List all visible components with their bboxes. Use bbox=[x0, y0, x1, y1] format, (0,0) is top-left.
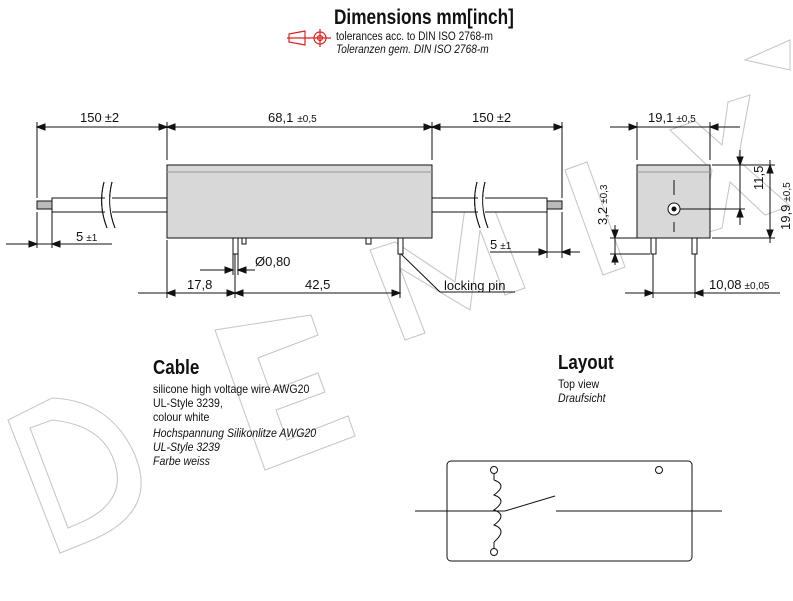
cable-line-3: colour white bbox=[153, 410, 210, 424]
dim-side-height: 19,9±0,5 bbox=[778, 182, 793, 230]
layout-title: Layout bbox=[558, 352, 614, 374]
dim-side-pin: 3,2±0,3 bbox=[595, 184, 610, 225]
dim-body-length: 68,1±0,5 bbox=[268, 110, 317, 125]
dim-pin-offset-1: 17,8 bbox=[187, 277, 212, 292]
projection-symbol-icon bbox=[287, 29, 331, 47]
cable-line-6: Farbe weiss bbox=[153, 454, 210, 468]
watermark-letter-i bbox=[564, 161, 626, 276]
dim-side-width: 19,1±0,5 bbox=[648, 110, 696, 125]
pin-3 bbox=[365, 237, 372, 245]
left-wire-tip bbox=[36, 200, 53, 210]
label-locking-pin: locking pin bbox=[444, 278, 505, 293]
pin-2 bbox=[241, 237, 247, 245]
watermark-letter-e bbox=[214, 314, 356, 471]
dim-strip-right: 5±1 bbox=[490, 237, 512, 252]
cable-line-4: Hochspannung Silikonlitze AWG20 bbox=[153, 426, 317, 440]
dim-lead-right: 150±2 bbox=[472, 110, 511, 125]
dim-pin-diameter: Ø0,80 bbox=[255, 254, 290, 269]
right-wire-tip bbox=[546, 200, 563, 210]
side-pin-left bbox=[650, 237, 657, 255]
cable-title: Cable bbox=[153, 357, 200, 379]
dim-side-depth: 10,08±0,05 bbox=[709, 277, 770, 292]
dim-strip-left: 5±1 bbox=[76, 229, 98, 244]
watermark-letter-m bbox=[369, 197, 526, 341]
layout-subtitle-de: Draufsicht bbox=[558, 391, 606, 405]
watermark-letter-d bbox=[7, 397, 142, 554]
relay-body-front bbox=[166, 164, 433, 239]
cable-line-1: silicone high voltage wire AWG20 bbox=[153, 382, 310, 396]
dim-lead-left: 150±2 bbox=[80, 110, 119, 125]
dim-pin-offset-2: 42,5 bbox=[305, 277, 330, 292]
tolerance-note-en: tolerances acc. to DIN ISO 2768-m bbox=[336, 31, 493, 43]
tolerance-note-de: Toleranzen gem. DIN ISO 2768-m bbox=[336, 44, 489, 56]
cable-line-5: UL-Style 3239 bbox=[153, 440, 220, 454]
locking-pin bbox=[397, 237, 404, 255]
pin-1 bbox=[232, 237, 239, 255]
right-wire bbox=[431, 197, 548, 213]
side-pin-right bbox=[691, 237, 698, 255]
page-title: Dimensions mm[inch] bbox=[334, 6, 514, 29]
switch-contact bbox=[504, 495, 556, 512]
layout-subtitle-en: Top view bbox=[558, 377, 600, 391]
cable-line-2: UL-Style 3239, bbox=[153, 396, 223, 410]
dim-side-height-a: 11,5 bbox=[751, 166, 766, 190]
coil-symbol bbox=[492, 479, 502, 543]
